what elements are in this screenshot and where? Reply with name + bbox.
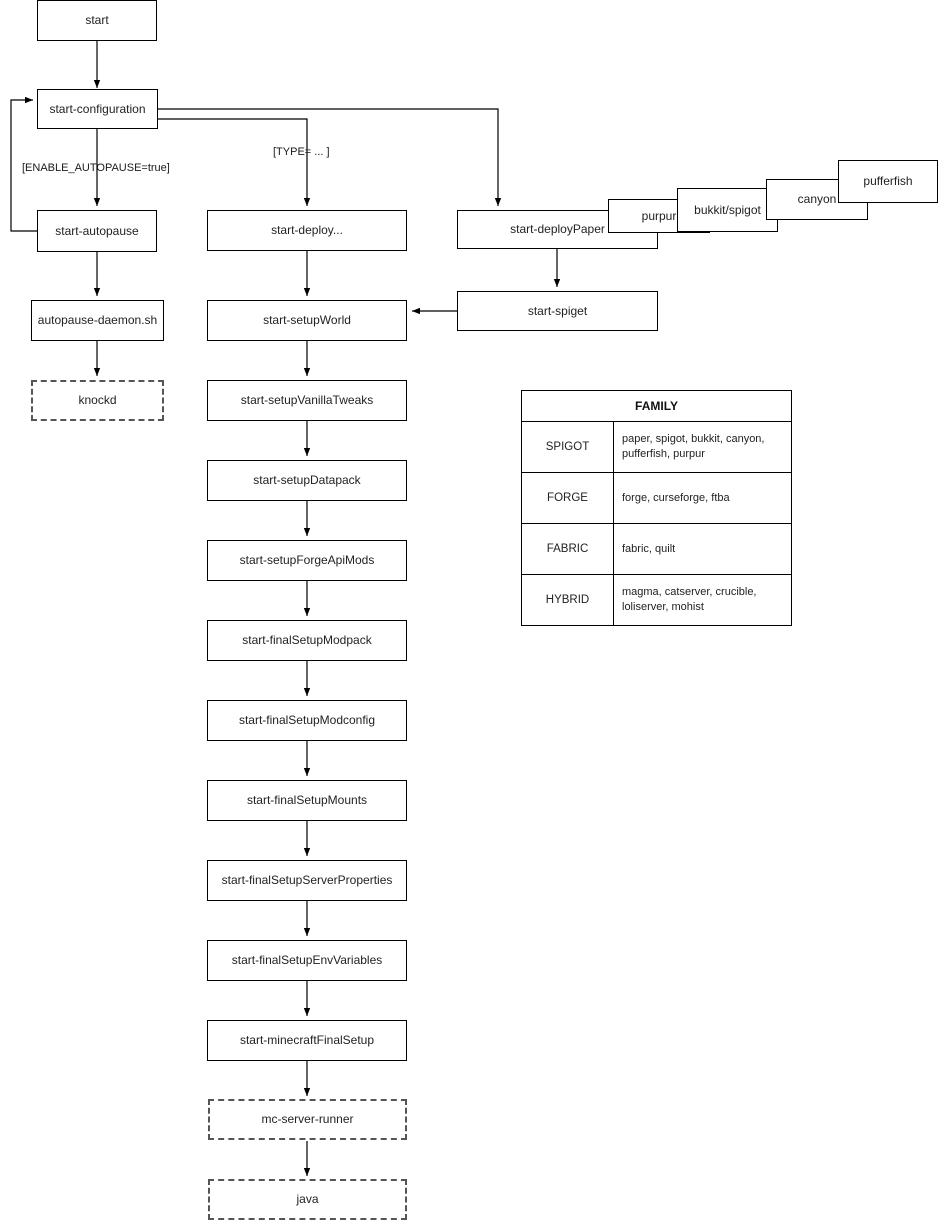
node-start-configuration[interactable]: start-configuration [37, 89, 158, 129]
edge-configuration-to-deploy [158, 118, 311, 206]
node-start-setupdatapack-label: start-setupDatapack [253, 473, 361, 487]
node-start-spiget[interactable]: start-spiget [457, 291, 658, 331]
family-table-row: FORGE forge, curseforge, ftba [521, 472, 792, 524]
node-start-label: start [85, 13, 109, 27]
node-bukkit-spigot[interactable]: bukkit/spigot [677, 188, 778, 232]
node-mc-server-runner-label: mc-server-runner [261, 1112, 354, 1126]
node-start[interactable]: start [37, 0, 157, 41]
family-row-value: paper, spigot, bukkit, canyon, pufferfis… [613, 421, 792, 473]
node-start-autopause-label: start-autopause [55, 223, 139, 238]
node-start-finalsetupmounts-label: start-finalSetupMounts [246, 793, 368, 807]
family-row-value: magma, catserver, crucible, loliserver, … [613, 574, 792, 626]
node-start-deploypaper-label: start-deployPaper [510, 222, 605, 236]
family-row-key: SPIGOT [521, 421, 614, 473]
node-start-configuration-label: start-configuration [49, 101, 146, 116]
node-java[interactable]: java [208, 1179, 407, 1220]
node-start-minecraftfinalsetup-label: start-minecraftFinalSetup [239, 1033, 375, 1047]
node-start-setupforgeapimods-label: start-setupForgeApiMods [239, 553, 375, 567]
node-start-deploy[interactable]: start-deploy... [207, 210, 407, 251]
edge-label-type: [TYPE= ... ] [273, 146, 330, 158]
node-mc-server-runner[interactable]: mc-server-runner [208, 1099, 407, 1140]
node-start-autopause[interactable]: start-autopause [37, 210, 157, 252]
node-start-finalsetupenvvariables[interactable]: start-finalSetupEnvVariables [207, 940, 407, 981]
node-start-finalsetupmounts[interactable]: start-finalSetupMounts [207, 780, 407, 821]
node-bukkit-spigot-label: bukkit/spigot [694, 202, 761, 217]
family-table-header-row: FAMILY [521, 390, 792, 422]
node-knockd[interactable]: knockd [31, 380, 164, 421]
node-start-finalsetupserverproperties-label: start-finalSetupServerProperties [221, 873, 393, 887]
node-start-finalsetupmodconfig[interactable]: start-finalSetupModconfig [207, 700, 407, 741]
family-table: FAMILY SPIGOT paper, spigot, bukkit, can… [521, 390, 792, 626]
family-row-key: HYBRID [521, 574, 614, 626]
node-start-setupworld-label: start-setupWorld [263, 313, 351, 327]
node-autopause-daemon-label: autopause-daemon.sh [37, 313, 158, 327]
node-start-setupworld[interactable]: start-setupWorld [207, 300, 407, 341]
node-knockd-label: knockd [78, 393, 117, 407]
node-start-finalsetupmodpack[interactable]: start-finalSetupModpack [207, 620, 407, 661]
node-start-finalsetupmodpack-label: start-finalSetupModpack [242, 633, 372, 647]
edge-label-enable-autopause: [ENABLE_AUTOPAUSE=true] [22, 162, 170, 174]
family-row-value: forge, curseforge, ftba [613, 472, 792, 524]
node-start-setupforgeapimods[interactable]: start-setupForgeApiMods [207, 540, 407, 581]
node-java-label: java [296, 1192, 319, 1206]
family-row-key: FABRIC [521, 523, 614, 575]
node-start-setupvanillatweaks[interactable]: start-setupVanillaTweaks [207, 380, 407, 421]
node-autopause-daemon[interactable]: autopause-daemon.sh [31, 300, 164, 341]
node-pufferfish[interactable]: pufferfish [838, 160, 938, 203]
node-start-minecraftfinalsetup[interactable]: start-minecraftFinalSetup [207, 1020, 407, 1061]
node-start-finalsetupmodconfig-label: start-finalSetupModconfig [238, 713, 376, 727]
family-table-row: FABRIC fabric, quilt [521, 523, 792, 575]
node-start-deploy-label: start-deploy... [271, 223, 343, 237]
node-start-setupvanillatweaks-label: start-setupVanillaTweaks [240, 393, 374, 407]
node-start-setupdatapack[interactable]: start-setupDatapack [207, 460, 407, 501]
family-table-row: HYBRID magma, catserver, crucible, lolis… [521, 574, 792, 626]
family-table-header: FAMILY [521, 390, 792, 422]
node-start-spiget-label: start-spiget [527, 303, 588, 318]
family-table-row: SPIGOT paper, spigot, bukkit, canyon, pu… [521, 421, 792, 473]
family-row-key: FORGE [521, 472, 614, 524]
node-start-finalsetupserverproperties[interactable]: start-finalSetupServerProperties [207, 860, 407, 901]
node-canyon-label: canyon [797, 192, 837, 206]
family-row-value: fabric, quilt [613, 523, 792, 575]
node-start-finalsetupenvvariables-label: start-finalSetupEnvVariables [231, 953, 383, 967]
node-pufferfish-label: pufferfish [863, 174, 913, 188]
node-purpur-label: purpur [641, 208, 677, 223]
